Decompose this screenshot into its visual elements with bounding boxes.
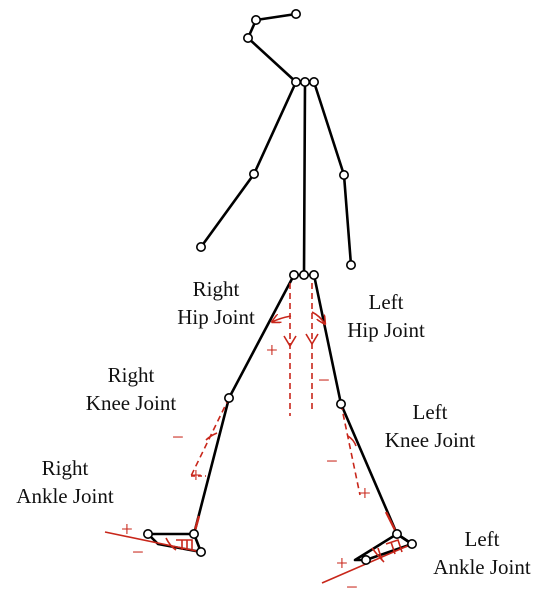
left-knee-plus-sign: + [359,481,371,505]
right-ankle-minus-sign: − [132,540,144,564]
right-knee-label-line2: Knee Joint [86,391,177,415]
spine [302,80,307,277]
right-ankle-node [189,528,200,539]
left-toe-node [360,554,371,565]
right-ankle-label-line2: Ankle Joint [16,484,114,508]
right-hip-label-line1: Right [193,277,240,301]
right-knee-plus-sign: + [190,463,202,487]
spine-base-node [298,269,309,280]
right-knee-label-line1: Right [108,363,155,387]
right-knee-minus-sign: − [172,425,184,449]
left-ankle-node [391,528,402,539]
left-hip-label-line1: Left [369,290,404,314]
right-ankle-plus-sign: + [121,517,133,541]
right-arm [199,80,298,249]
right-heel-node [196,546,207,557]
right-hip-plus-sign: + [266,338,278,362]
left-heel-node [406,538,417,549]
neck-node [243,32,254,43]
left-hip-arrow [305,333,319,346]
right-hip-arrow [283,335,297,348]
left-shoulder-node [308,77,319,88]
joint-nodes [143,9,417,565]
left-ankle-angle-box [377,538,403,561]
left-ankle-angle-arc [371,547,385,563]
left-hip-minus-sign: − [318,368,330,392]
skeleton [146,12,414,562]
left-knee-angle-arc [347,435,357,447]
left-knee-label-line1: Left [413,400,448,424]
left-ankle-plus-sign: + [336,551,348,575]
joint-labels: Right Hip Joint Left Hip Joint Right Kne… [16,277,531,579]
right-knee-node [224,392,235,403]
left-ankle-minus-sign: − [346,575,358,599]
right-wrist-node [196,242,207,253]
left-knee-label-line2: Knee Joint [385,428,476,452]
head-top-node [290,9,301,19]
right-ankle-reference-line [104,531,202,553]
right-toe-node [143,528,154,539]
right-shoulder-node [290,77,301,88]
right-leg [192,273,296,554]
left-elbow-node [338,170,349,181]
right-hip-label-line2: Hip Joint [177,305,255,329]
right-hip-node [288,269,299,280]
right-ankle-angle-arc [165,537,177,551]
left-hip-label-line2: Hip Joint [347,318,425,342]
left-ankle-label-line2: Ankle Joint [433,555,531,579]
left-knee-minus-sign: − [326,449,338,473]
left-hip-node [308,269,319,280]
spine-shoulder-node [299,77,310,88]
left-knee-reference-line [340,403,361,496]
left-wrist-node [345,259,356,270]
angle-signs: + − − + − + + − + − [121,338,371,599]
right-knee-angle-arc [205,432,218,441]
right-elbow-node [249,169,260,180]
left-knee-node [335,398,346,409]
head-outline [246,12,298,84]
left-hip-angle-arc [311,311,325,324]
head-node [251,15,262,25]
left-ankle-label-line1: Left [465,527,500,551]
angle-annotations [104,283,413,584]
right-ankle-angle-box [176,539,193,550]
right-ankle-label-line1: Right [42,456,89,480]
right-hip-angle-arc [272,316,292,322]
